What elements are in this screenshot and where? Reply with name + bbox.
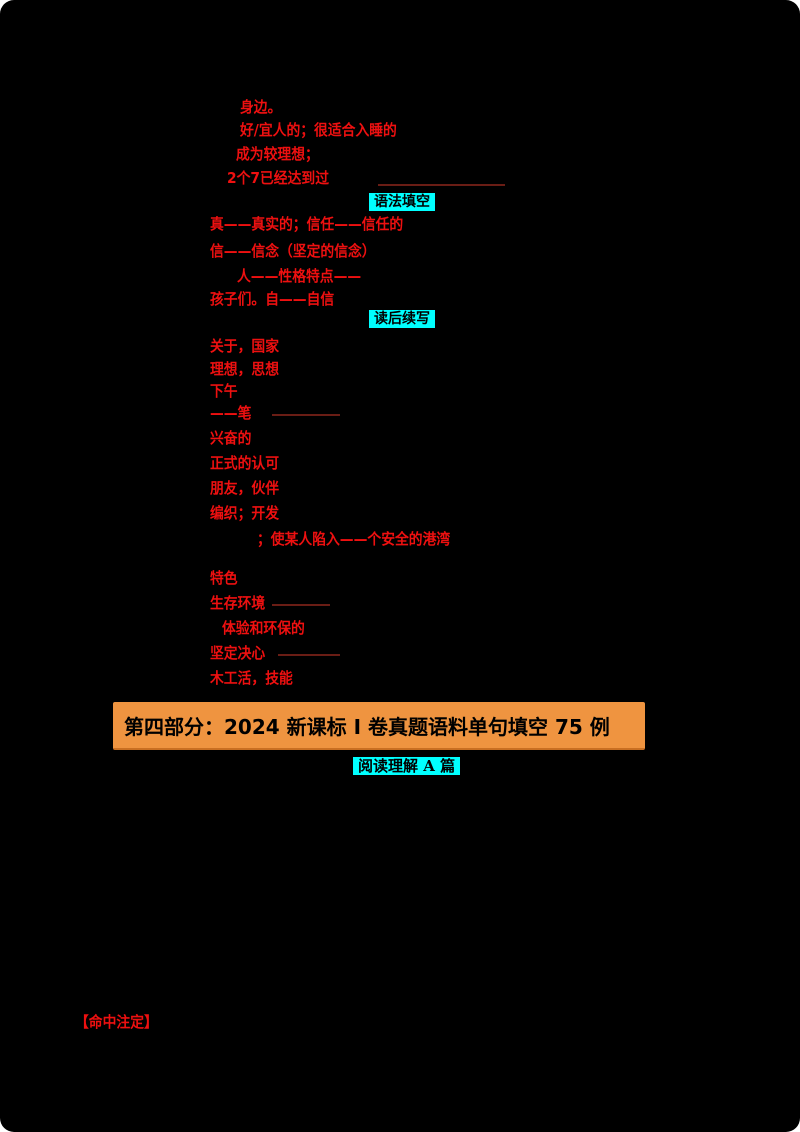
red-annotation: 生存环境 <box>210 594 266 612</box>
red-annotation: 体验和环保的 <box>222 619 305 637</box>
red-annotation: 正式的认可 <box>210 454 280 472</box>
red-annotation: 好/宜人的；很适合入睡的 <box>240 121 397 139</box>
part-four-banner-title: 第四部分：2024 新课标 I 卷真题语料单句填空 75 例 <box>124 714 610 739</box>
red-annotation: 特色 <box>210 569 238 587</box>
red-annotation: 兴奋的 <box>210 429 252 447</box>
maroon-rule-line <box>378 184 505 186</box>
red-annotation: 坚定决心 <box>210 644 266 662</box>
maroon-rule-line <box>278 654 340 656</box>
red-annotation: 身边。 <box>240 98 282 116</box>
red-annotation-bottom: 【命中注定】 <box>75 1013 158 1031</box>
maroon-rule-line <box>272 604 330 606</box>
section-label-continuation: 读后续写 <box>368 309 436 329</box>
red-annotation: 成为较理想； <box>236 145 319 163</box>
red-annotation: 朋友，伙伴 <box>210 479 280 497</box>
red-annotation: 人——性格特点—— <box>237 267 362 285</box>
red-annotation: 木工活，技能 <box>210 669 293 687</box>
red-annotation: 理想，思想 <box>210 360 280 378</box>
part-four-banner: 第四部分：2024 新课标 I 卷真题语料单句填空 75 例 <box>113 702 645 750</box>
red-annotation: 2个7已经达到过 <box>227 169 330 187</box>
red-annotation: ——笔 <box>210 404 252 422</box>
red-annotation: 真——真实的；信任——信任的 <box>210 215 404 233</box>
red-annotation: 孩子们。自——自信 <box>210 290 335 308</box>
maroon-rule-line <box>272 414 340 416</box>
red-annotation: ；使某人陷入——个安全的港湾 <box>257 530 451 548</box>
red-annotation: 关于，国家 <box>210 337 280 355</box>
section-label-reading-a: 阅读理解 A 篇 <box>352 756 462 776</box>
red-annotation: 编织；开发 <box>210 504 280 522</box>
section-label-grammar: 语法填空 <box>368 192 436 212</box>
red-annotation: 下午 <box>210 382 238 400</box>
red-annotation: 信——信念（坚定的信念） <box>210 242 376 260</box>
